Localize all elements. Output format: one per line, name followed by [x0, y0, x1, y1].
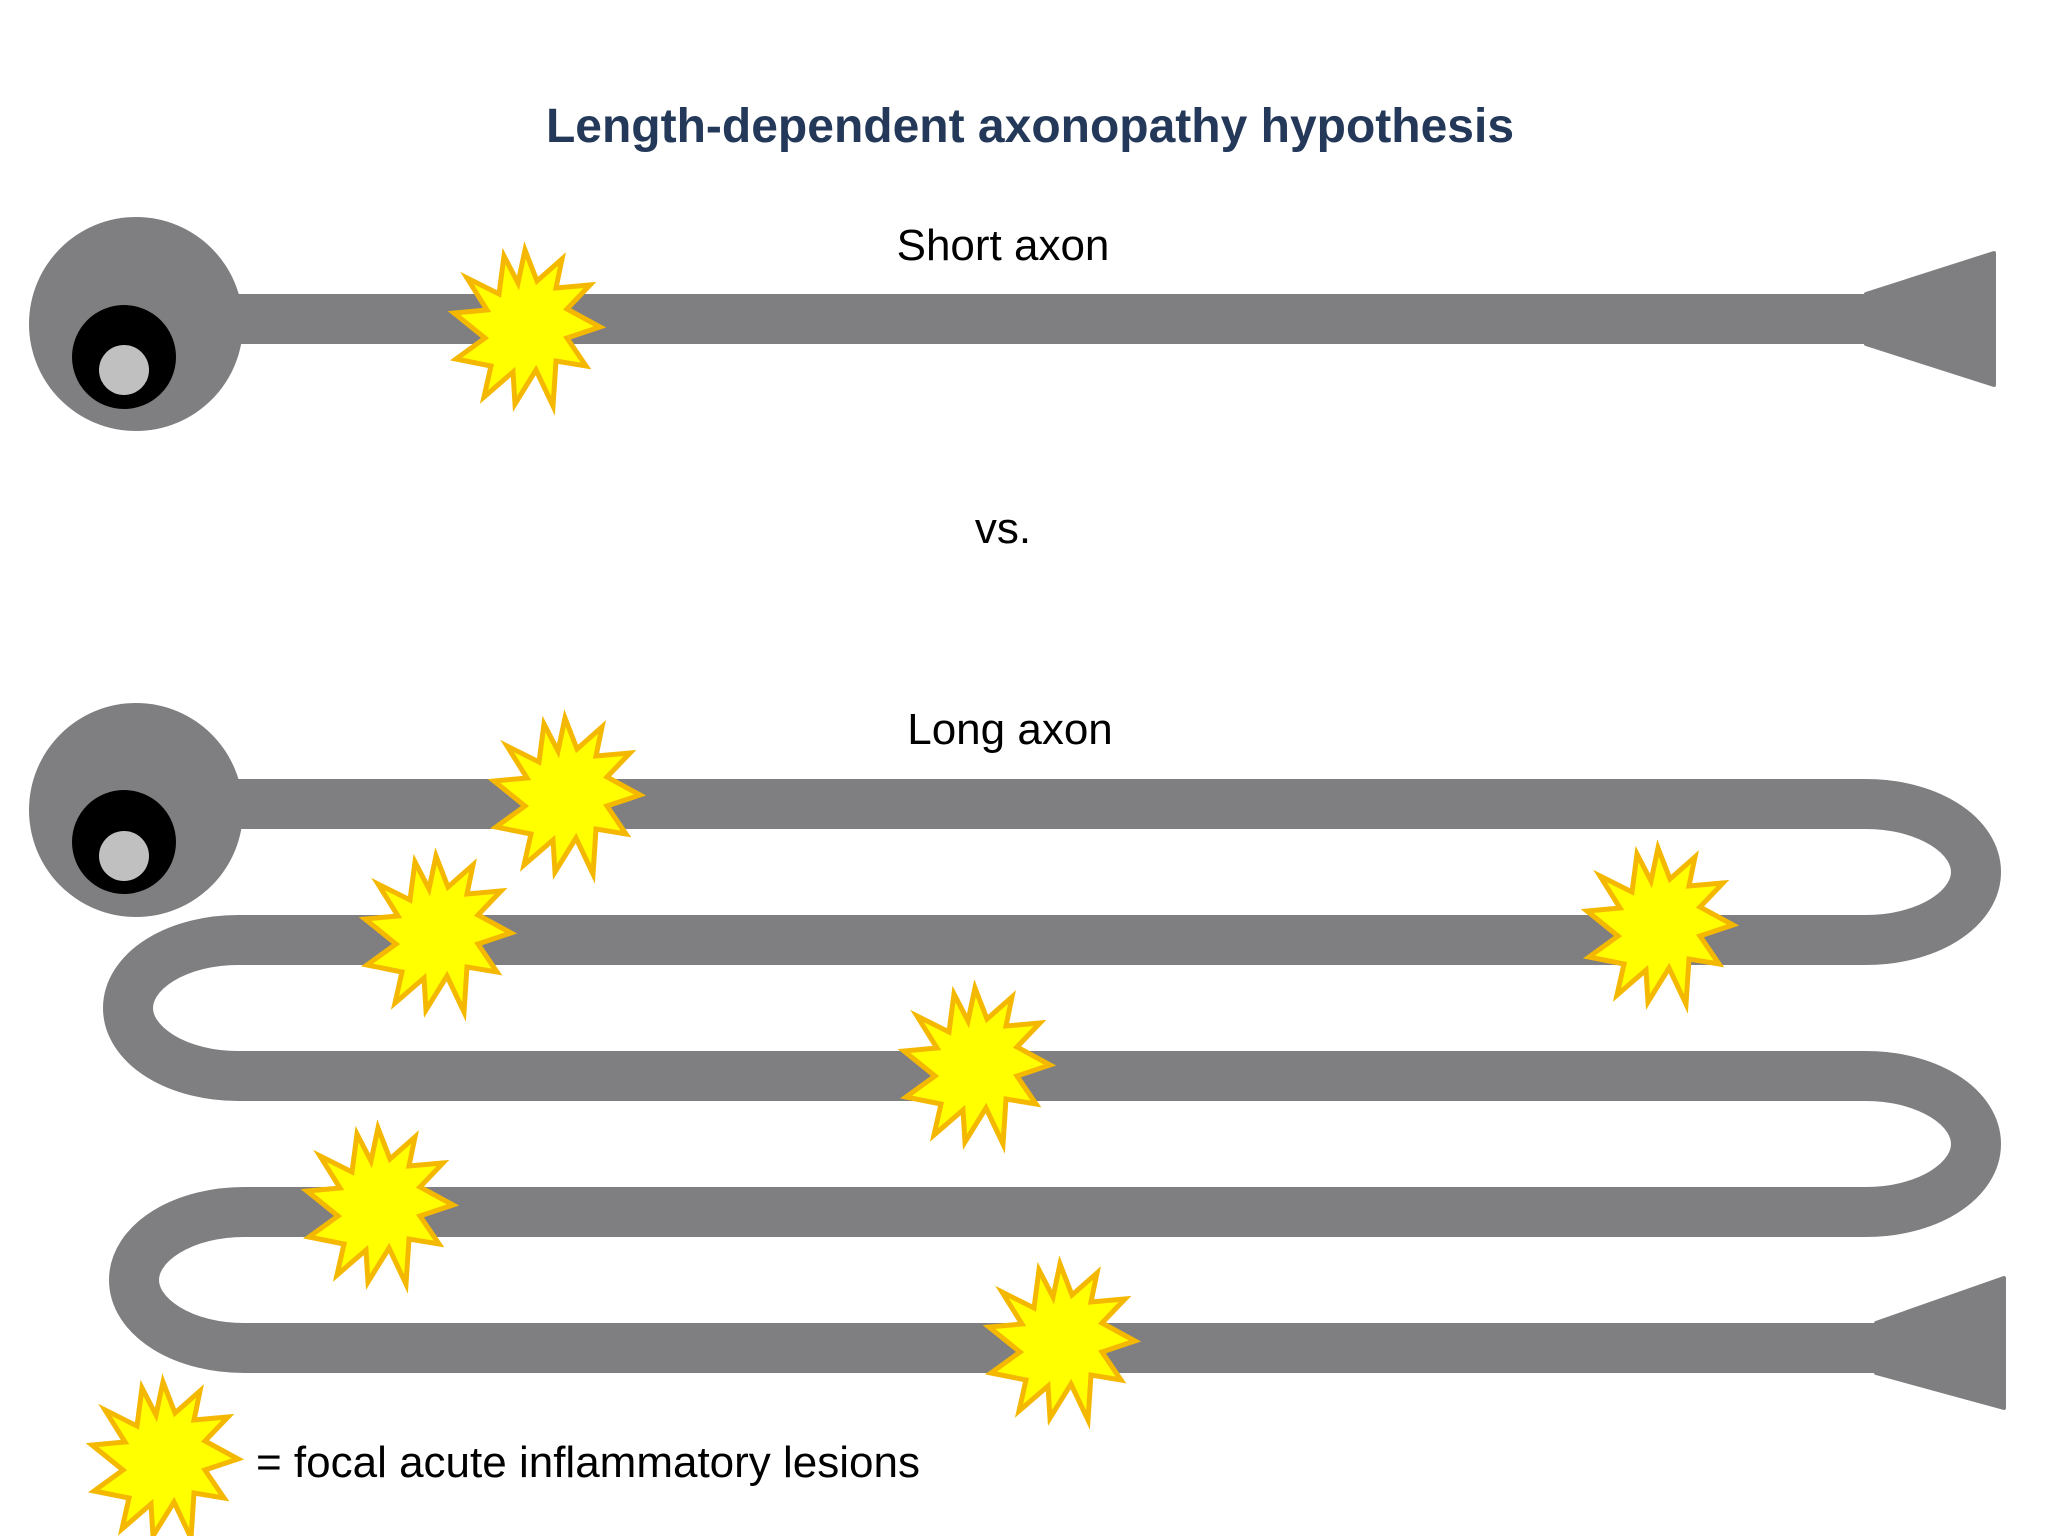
- long-axon-path: [103, 779, 2001, 1373]
- lesion-starburst-icon: [365, 856, 511, 1012]
- long-axon-terminal: [1874, 1276, 2006, 1410]
- vs-label: vs.: [975, 504, 1031, 553]
- legend-text: = focal acute inflammatory lesions: [256, 1438, 920, 1487]
- lesion-starburst-icon: [904, 988, 1050, 1144]
- legend-starburst-icon: [92, 1382, 238, 1536]
- legend: = focal acute inflammatory lesions: [92, 1382, 920, 1536]
- short-axon-nucleolus: [99, 345, 149, 395]
- lesion-starburst-icon: [307, 1128, 453, 1284]
- long-axon-nucleolus: [99, 831, 149, 881]
- short-axon-label: Short axon: [897, 221, 1110, 270]
- lesion-starburst-icon: [454, 250, 600, 406]
- short-axon-terminal: [1864, 251, 1996, 387]
- diagram-title: Length-dependent axonopathy hypothesis: [546, 100, 1514, 153]
- lesion-starburst-icon: [494, 718, 640, 874]
- long-axon-label: Long axon: [907, 705, 1113, 754]
- long-axon-neuron: [29, 703, 2006, 1410]
- lesion-starburst-icon: [1587, 848, 1733, 1004]
- lesion-starburst-icon: [989, 1264, 1135, 1420]
